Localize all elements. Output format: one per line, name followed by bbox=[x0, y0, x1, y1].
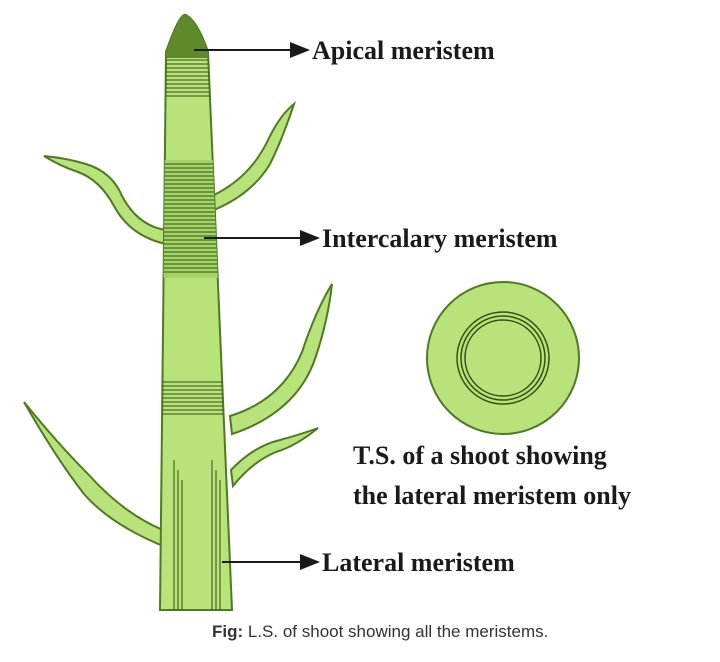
pointer-arrows bbox=[194, 42, 320, 570]
ts-caption-line-2: the lateral meristem only bbox=[353, 481, 631, 510]
leaf-lower-right bbox=[229, 427, 319, 489]
figure-caption-prefix: Fig: bbox=[212, 622, 243, 641]
ts-caption-line-1: T.S. of a shoot showing bbox=[353, 441, 607, 470]
label-apical-meristem: Apical meristem bbox=[312, 36, 495, 65]
leaf-upper-right bbox=[210, 101, 297, 212]
lateral-meristem-lines bbox=[173, 460, 221, 610]
figure-caption-text: L.S. of shoot showing all the meristems. bbox=[243, 622, 548, 641]
lateral-meristem-ring bbox=[456, 311, 550, 405]
figure-caption: Fig: L.S. of shoot showing all the meris… bbox=[212, 622, 548, 641]
label-lateral-meristem: Lateral meristem bbox=[322, 548, 515, 577]
main-stem bbox=[158, 13, 234, 611]
leaf-middle-right bbox=[228, 283, 333, 436]
leaf-upper-left bbox=[43, 155, 167, 246]
shoot-cross-section bbox=[426, 281, 580, 435]
leaf-lower-left bbox=[23, 401, 164, 548]
label-intercalary-meristem: Intercalary meristem bbox=[322, 224, 558, 253]
